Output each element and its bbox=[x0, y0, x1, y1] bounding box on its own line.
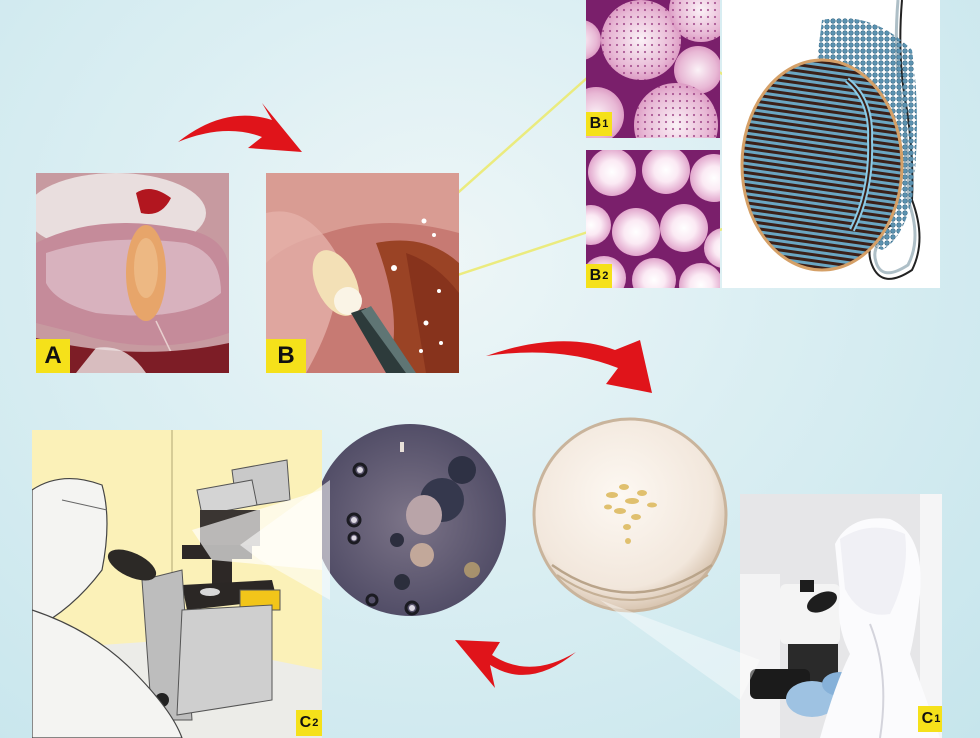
inverted-microscope-drawing bbox=[32, 430, 322, 738]
testis-diagram bbox=[722, 0, 940, 288]
label-text: C bbox=[921, 710, 934, 727]
testis-anatomy-illustration bbox=[740, 0, 921, 280]
cell-microscopy-illustration bbox=[314, 424, 506, 616]
biopsy-forceps-illustration bbox=[266, 173, 459, 373]
petri-dish-illustration bbox=[532, 417, 728, 613]
panel-label-a: A bbox=[36, 339, 70, 373]
microscope-view-image bbox=[312, 420, 510, 620]
panel-label-b: B bbox=[266, 339, 306, 373]
label-text: A bbox=[44, 342, 62, 369]
label-text: B bbox=[589, 267, 602, 284]
label-subscript: 2 bbox=[312, 716, 319, 729]
label-subscript: 1 bbox=[934, 712, 941, 725]
label-subscript: 1 bbox=[602, 117, 609, 130]
label-text: B bbox=[589, 115, 602, 132]
technician-at-microscope-illustration bbox=[740, 494, 942, 738]
label-text: B bbox=[277, 342, 295, 369]
label-text: C bbox=[299, 714, 312, 731]
panel-a-surgery-photo: A bbox=[36, 173, 229, 373]
label-subscript: 2 bbox=[602, 269, 609, 282]
testis-surgery-illustration bbox=[36, 173, 229, 373]
petri-dish-image bbox=[532, 415, 732, 615]
panel-b-biopsy-photo: B bbox=[266, 173, 459, 373]
